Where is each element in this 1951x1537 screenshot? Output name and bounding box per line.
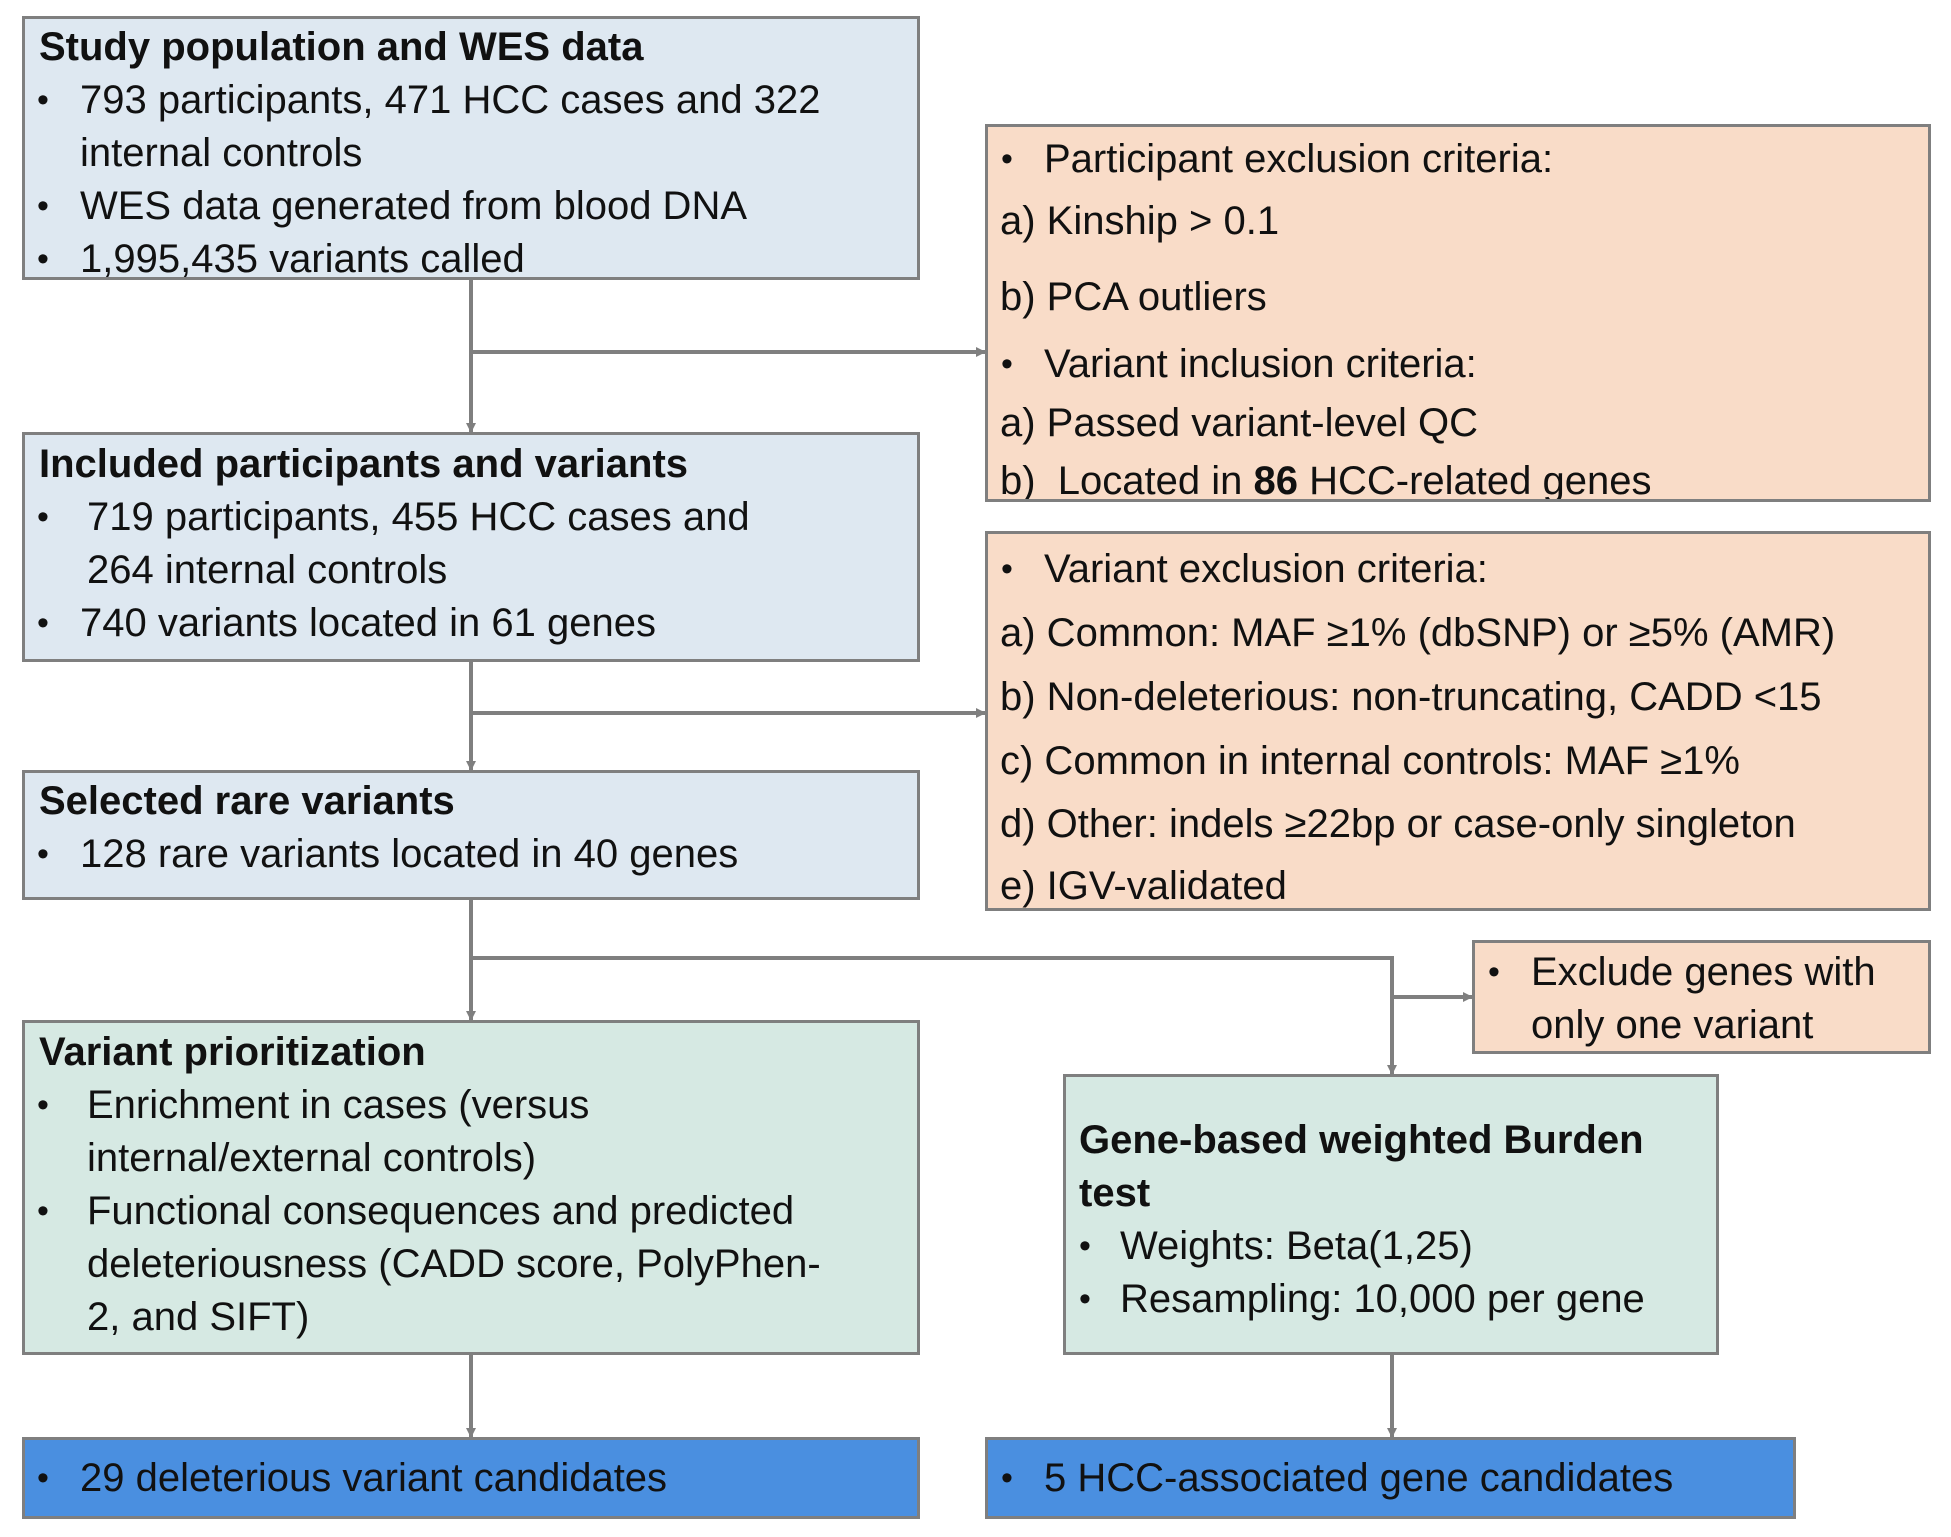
included-title: Included participants and variants [39,442,689,486]
included-box: Included participants and variants • 719… [22,432,920,662]
bullet: • [37,1192,49,1230]
study-line1b: internal controls [80,131,363,175]
bullet: • [37,187,49,225]
burden-title-2: test [1079,1171,1151,1215]
bullet: • [37,1086,49,1124]
included-line2: 740 variants located in 61 genes [80,601,656,645]
bullet: • [1001,1459,1013,1497]
included-line1b: 264 internal controls [87,548,448,592]
study-line1: 793 participants, 471 HCC cases and 322 [80,78,821,122]
study-population-box: Study population and WES data • 793 part… [22,16,920,280]
criteria1-b: b) PCA outliers [1000,275,1267,319]
bullet: • [1079,1280,1091,1318]
bullet: • [37,81,49,119]
criteria2-d: d) Other: indels ≥22bp or case-only sing… [1000,802,1796,846]
prioritization-line2c: 2, and SIFT) [87,1295,310,1339]
bullet: • [37,604,49,642]
burden-line2: Resampling: 10,000 per gene [1120,1277,1645,1321]
arrow-selected-to-burden [471,956,1397,1075]
selected-variants-box: Selected rare variants • 128 rare varian… [22,770,920,900]
exclude-line1: Exclude genes with [1531,950,1876,994]
vb-prefix: b) Located in [1000,459,1254,502]
criteria2-e: e) IGV-validated [1000,864,1287,908]
prioritization-line1: Enrichment in cases (versus [87,1083,590,1127]
criteria2-c: c) Common in internal controls: MAF ≥1% [1000,739,1740,783]
exclude-line1b: only one variant [1531,1003,1814,1047]
selected-title: Selected rare variants [39,779,455,823]
exclude-genes-box: • Exclude genes with only one variant [1472,940,1931,1054]
bullet: • [1488,953,1500,991]
result-right-text: 5 HCC-associated gene candidates [1044,1456,1674,1500]
participant-exclusion-header: Participant exclusion criteria: [1044,137,1554,181]
bullet: • [37,240,49,278]
vb-gene-count: 86 [1253,459,1299,502]
included-line1: 719 participants, 455 HCC cases and [87,495,750,539]
bullet: • [1079,1227,1091,1265]
prioritization-line2b: deleteriousness (CADD score, PolyPhen- [87,1242,821,1286]
bullet: • [37,835,49,873]
prioritization-title: Variant prioritization [39,1030,426,1074]
criteria2-a: a) Common: MAF ≥1% (dbSNP) or ≥5% (AMR) [1000,611,1836,655]
exclusion-criteria-box: • Variant exclusion criteria: a) Common:… [985,531,1931,911]
criteria1-a: a) Kinship > 0.1 [1000,199,1280,243]
criteria1-vb: b) Located in 86 HCC-related genes [1000,455,1652,502]
result-variant-candidates: • 29 deleterious variant candidates [22,1437,920,1519]
bullet: • [1001,345,1013,383]
variant-exclusion-header: Variant exclusion criteria: [1044,547,1488,591]
result-gene-candidates: • 5 HCC-associated gene candidates [985,1437,1796,1519]
study-title: Study population and WES data [39,25,644,69]
bullet: • [1001,140,1013,178]
study-line2: WES data generated from blood DNA [80,184,748,228]
burden-line1: Weights: Beta(1,25) [1120,1224,1473,1268]
result-left-text: 29 deleterious variant candidates [80,1456,668,1500]
variant-inclusion-header: Variant inclusion criteria: [1044,342,1477,386]
criteria1-va: a) Passed variant-level QC [1000,401,1478,445]
study-line3: 1,995,435 variants called [80,237,525,280]
burden-test-box: Gene-based weighted Burden test • Weight… [1063,1074,1719,1355]
inclusion-criteria-box: • Participant exclusion criteria: a) Kin… [985,124,1931,502]
prioritization-line2: Functional consequences and predicted [87,1189,795,1233]
criteria2-b: b) Non-deleterious: non-truncating, CADD… [1000,675,1822,719]
bullet: • [1001,550,1013,588]
prioritization-line1b: internal/external controls) [87,1136,537,1180]
variant-prioritization-box: Variant prioritization • Enrichment in c… [22,1020,920,1355]
selected-line1: 128 rare variants located in 40 genes [80,832,739,876]
burden-title: Gene-based weighted Burden [1079,1118,1644,1162]
bullet: • [37,1459,49,1497]
bullet: • [37,498,49,536]
vb-suffix: HCC-related genes [1298,459,1652,502]
